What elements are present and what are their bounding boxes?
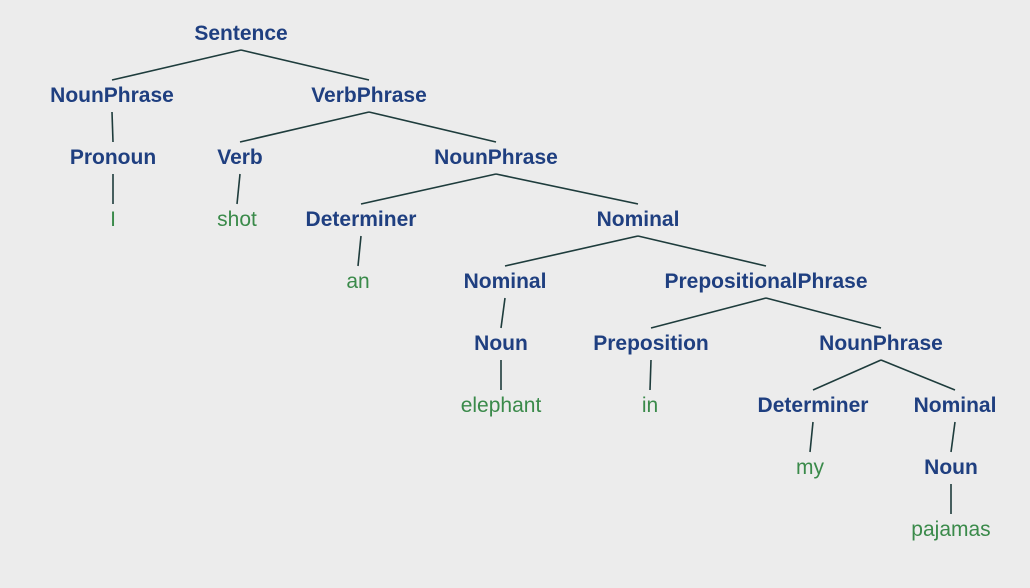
category-noun2: Noun xyxy=(924,456,978,479)
category-s: Sentence xyxy=(194,22,288,45)
word-w_an: an xyxy=(346,270,370,293)
word-w_i: I xyxy=(110,208,116,231)
edge-np3-det2 xyxy=(812,359,882,391)
edge-nom2-noun1 xyxy=(500,297,506,329)
edge-nom1-nom2 xyxy=(504,235,639,267)
edge-np2-det1 xyxy=(360,173,497,205)
edge-np3-nom3 xyxy=(880,359,956,391)
edge-vp-np2 xyxy=(368,111,497,143)
category-verb: Verb xyxy=(217,146,263,169)
category-pp: PrepositionalPhrase xyxy=(664,270,868,293)
category-nom2: Nominal xyxy=(463,270,547,293)
category-np2: NounPhrase xyxy=(434,146,558,169)
edge-vp-verb xyxy=(239,111,370,143)
edge-nom1-pp xyxy=(637,235,767,267)
edge-np2-nom1 xyxy=(495,173,639,205)
category-nom1: Nominal xyxy=(596,208,680,231)
category-nom3: Nominal xyxy=(913,394,997,417)
category-pron: Pronoun xyxy=(69,146,157,169)
word-w_paj: pajamas xyxy=(911,518,991,541)
edge-verb-w_shot xyxy=(236,173,241,205)
category-np1: NounPhrase xyxy=(50,84,174,107)
word-w_my: my xyxy=(796,456,824,479)
category-vp: VerbPhrase xyxy=(311,84,427,107)
word-w_in: in xyxy=(641,394,659,417)
edge-det2-w_my xyxy=(809,421,814,453)
edge-pp-np3 xyxy=(765,297,882,329)
category-det2: Determiner xyxy=(757,394,869,417)
category-prep: Preposition xyxy=(593,332,709,355)
category-np3: NounPhrase xyxy=(819,332,943,355)
edge-det1-w_an xyxy=(357,235,362,267)
edge-pp-prep xyxy=(650,297,767,329)
category-noun1: Noun xyxy=(474,332,528,355)
edge-prep-w_in xyxy=(649,359,652,391)
edge-np1-pron xyxy=(111,111,114,143)
edge-s-vp xyxy=(240,49,370,81)
edge-nom3-noun2 xyxy=(950,421,956,453)
category-det1: Determiner xyxy=(305,208,417,231)
edge-s-np1 xyxy=(111,49,242,81)
word-w_shot: shot xyxy=(217,208,257,231)
word-w_ele: elephant xyxy=(460,394,542,417)
